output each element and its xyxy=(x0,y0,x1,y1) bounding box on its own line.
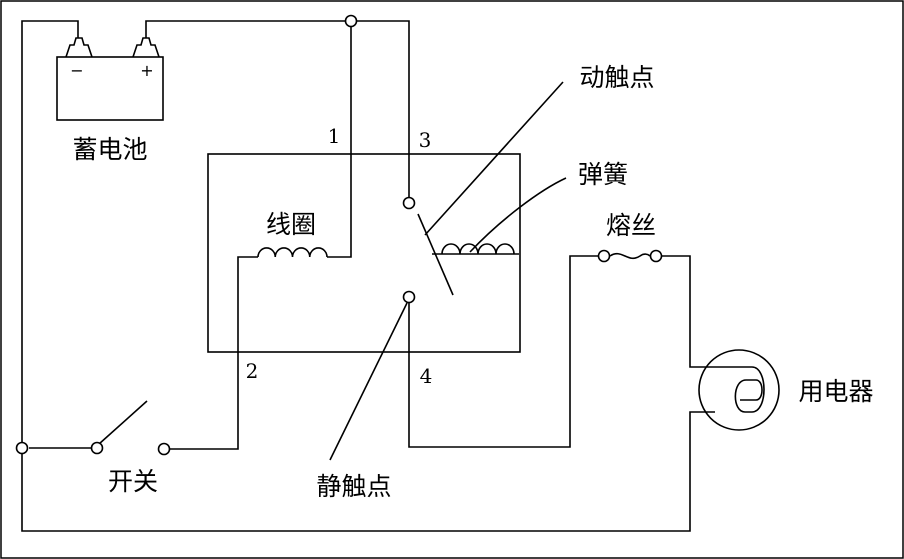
load-outer-circle xyxy=(698,349,780,431)
switch-right-terminal xyxy=(157,442,171,456)
battery-body xyxy=(56,56,164,121)
moving-contact-leader xyxy=(424,81,564,236)
spring-winding xyxy=(441,243,515,255)
wire-terminal-4 xyxy=(408,255,598,448)
terminal-4-number: 4 xyxy=(420,364,433,388)
junction-node xyxy=(344,14,358,28)
static-contact-label: 静触点 xyxy=(316,472,391,501)
switch-rail-terminal xyxy=(15,441,29,455)
contact-terminal-4 xyxy=(402,290,416,304)
moving-contact-label: 动触点 xyxy=(579,63,654,92)
battery-negative-post xyxy=(65,37,93,58)
spring-label: 弹簧 xyxy=(578,160,628,189)
fuse-left-terminal xyxy=(597,249,611,263)
fuse-right-terminal xyxy=(649,249,663,263)
wire-battery-positive xyxy=(145,20,410,198)
terminal-2-number: 2 xyxy=(246,359,259,383)
switch-blade xyxy=(98,400,148,445)
moving-contact-arm xyxy=(417,213,454,296)
switch-label: 开关 xyxy=(108,467,158,496)
battery-negative-sign: − xyxy=(70,61,83,80)
battery-positive-post xyxy=(132,37,160,58)
wire-load-return xyxy=(21,411,715,532)
switch-left-terminal xyxy=(90,441,104,455)
battery: − + xyxy=(56,37,164,121)
contact-terminal-3 xyxy=(402,196,416,210)
battery-positive-sign: + xyxy=(140,61,153,80)
fuse xyxy=(597,249,663,263)
fuse-label: 熔丝 xyxy=(606,211,656,240)
spring-leader xyxy=(469,177,567,253)
coil-winding xyxy=(257,247,328,258)
wire-terminal-2 xyxy=(170,256,258,450)
coil-label: 线圈 xyxy=(266,210,316,239)
fuse-wire xyxy=(609,252,651,260)
switch xyxy=(15,400,171,456)
load-label: 用电器 xyxy=(798,377,873,406)
load-device xyxy=(698,349,780,431)
wire-fuse-to-load xyxy=(662,255,715,368)
relay-housing xyxy=(207,153,521,353)
battery-label: 蓄电池 xyxy=(72,135,147,164)
terminal-1-number: 1 xyxy=(328,124,341,148)
terminal-3-number: 3 xyxy=(419,128,432,152)
wire-terminal-1 xyxy=(327,21,352,258)
static-contact-leader xyxy=(329,302,408,461)
wire-battery-negative xyxy=(21,20,79,444)
load-filament-loop xyxy=(715,366,765,413)
